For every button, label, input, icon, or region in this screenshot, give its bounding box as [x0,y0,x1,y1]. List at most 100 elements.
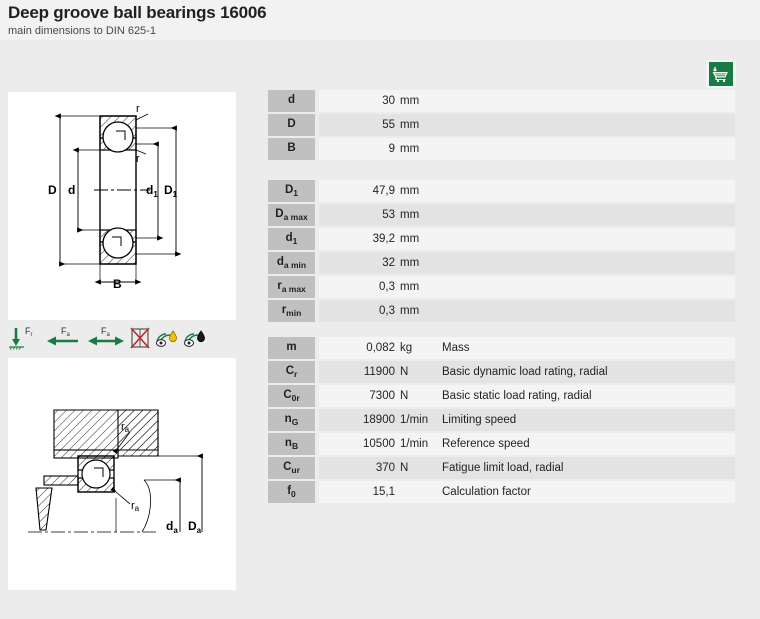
symbol-subscript: a max [283,211,308,222]
row-unit: N [400,366,409,378]
not-sealed-icon [130,327,150,349]
row-body: 0,082 kg Mass [319,337,735,359]
row-body: 30 mm [319,90,735,112]
row-value: 370 [375,462,395,474]
table-row: m 0,082 kg Mass [268,337,735,359]
symbol-subscript: a max [281,283,306,294]
svg-text:Fa: Fa [61,326,71,338]
row-body: 55 mm [319,114,735,136]
radial-load-icon: Fr [9,326,33,350]
svg-text:Fa: Fa [101,326,111,338]
row-body: 39,2 mm [319,228,735,250]
row-value: 10500 [363,438,395,450]
symbol-text: D [284,184,294,197]
row-value: 7300 [369,390,395,402]
symbol-text: B [287,142,296,155]
row-value: 15,1 [372,486,395,498]
row-unit: mm [400,281,420,293]
row-description: Limiting speed [442,414,517,426]
row-unit: mm [400,143,420,155]
svg-text:Fr: Fr [25,326,33,338]
row-unit: N [400,390,409,402]
row-unit: N [400,462,409,474]
dim-label-r-mid: r [136,153,140,165]
row-body: 0,3 mm [319,300,735,322]
row-body: 0,3 mm [319,276,735,298]
symbol-text: r [277,280,282,293]
row-description: Fatigue limit load, radial [442,462,564,474]
dim-label-da: da [166,519,178,535]
dim-label-ra-lower: ra [131,500,140,513]
row-unit: mm [400,209,420,221]
symbol-subscript: 1 [292,235,298,246]
row-unit: kg [400,342,413,354]
row-unit: 1/min [400,438,429,450]
row-body: 370 N Fatigue limit load, radial [319,457,735,479]
dim-label-r-top: r [136,103,140,115]
row-description: Mass [442,342,470,354]
symbol-subscript: 1 [293,187,299,198]
row-value: 39,2 [372,233,395,245]
oil-lubrication-icon [184,330,205,347]
symbol-text: d [285,232,293,245]
bearing-mounting-panel: ra ra da Da [8,358,236,590]
bearing-mounting-drawing: ra ra da Da [28,409,203,535]
row-value: 55 [382,119,395,131]
main-dimensions-table: d 30 mm D 55 mm B 9 mm [268,90,735,162]
row-unit: mm [400,119,420,131]
symbol-text: f [287,485,292,498]
row-symbol: m [268,337,315,359]
symbol-subscript: a min [283,259,307,270]
row-body: 15,1 Calculation factor [319,481,735,503]
dim-label-d1: d1 [146,183,158,199]
dim-label-d: d [68,183,75,197]
row-body: 11900 N Basic dynamic load rating, radia… [319,361,735,383]
table-row: D 55 mm [268,114,735,136]
grease-lubrication-icon [156,330,177,347]
symbol-subscript: ur [291,464,300,475]
symbol-text: n [284,413,292,426]
add-to-cart-button[interactable] [706,60,736,88]
dim-label-B: B [113,277,122,291]
row-value: 11900 [363,366,395,378]
row-value: 0,3 [379,305,395,317]
shopping-cart-icon [709,62,733,86]
row-unit: 1/min [400,414,429,426]
row-value: 30 [382,95,395,107]
axial-load-one-direction-icon: Fa [47,326,78,346]
symbol-text: d [276,256,284,269]
row-body: 7300 N Basic static load rating, radial [319,385,735,407]
row-value: 0,082 [366,342,395,354]
dim-label-ra-upper: ra [121,421,130,434]
table-row: d 30 mm [268,90,735,112]
symbol-text: m [286,341,297,354]
row-value: 0,3 [379,281,395,293]
row-symbol: d [268,90,315,112]
load-and-lubrication-icon-strip: Fr Fa Fa [8,324,236,352]
symbol-subscript: 0r [291,392,300,403]
symbol-subscript: B [291,440,299,451]
row-value: 32 [382,257,395,269]
page-header: Deep groove ball bearings 16006 main dim… [0,0,760,40]
axial-load-both-directions-icon: Fa [88,326,124,346]
symbol-text: D [287,118,296,131]
row-unit: mm [400,185,420,197]
page-title: Deep groove ball bearings 16006 [8,3,267,22]
row-value: 18900 [363,414,395,426]
